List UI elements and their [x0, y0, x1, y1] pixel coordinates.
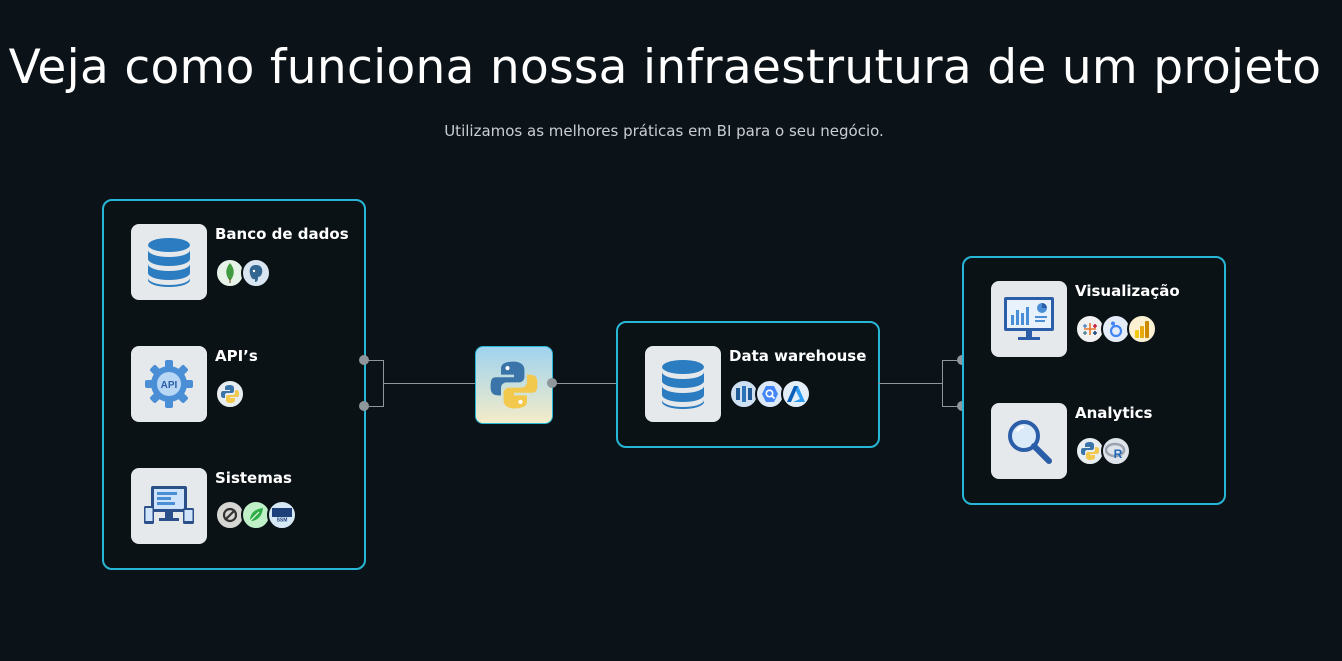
systems-devices-icon — [131, 468, 207, 544]
connector-line — [364, 406, 384, 407]
page-title: Veja como funciona nossa infraestrutura … — [8, 40, 1322, 95]
connector-line — [878, 383, 943, 384]
connector-line — [364, 360, 384, 361]
connector-line — [942, 360, 943, 407]
sources-box: Banco de dados API API’s — [102, 199, 366, 570]
redshift-icon — [729, 379, 759, 409]
database-icon — [131, 224, 207, 300]
database-icon — [645, 346, 721, 422]
source-label-apis: API’s — [215, 347, 258, 365]
warehouse-label: Data warehouse — [729, 347, 867, 365]
svg-text:R: R — [1114, 447, 1123, 460]
tableau-icon — [1075, 314, 1105, 344]
r-icon: R — [1101, 436, 1131, 466]
azure-icon — [781, 379, 811, 409]
etl-python-node — [475, 346, 553, 424]
ssm-icon: SSM — [267, 500, 297, 530]
svg-text:SSM: SSM — [277, 518, 288, 523]
python-icon — [490, 361, 538, 409]
connector-line — [552, 383, 617, 384]
connector-line — [942, 406, 962, 407]
api-gear-icon: API — [131, 346, 207, 422]
connector-line — [383, 383, 476, 384]
mongodb-icon — [215, 258, 245, 288]
warehouse-box: Data warehouse — [616, 321, 880, 448]
magnifier-icon — [991, 403, 1067, 479]
source-label-database: Banco de dados — [215, 225, 349, 243]
postgresql-icon — [241, 258, 271, 288]
page-subtitle: Utilizamos as melhores práticas em BI pa… — [444, 122, 884, 140]
dashboard-icon — [991, 281, 1067, 357]
svg-text:API: API — [161, 380, 178, 391]
outputs-box: Visualização Analytics R — [962, 256, 1226, 505]
powerbi-icon — [1127, 314, 1157, 344]
python-icon — [215, 379, 245, 409]
output-label-visualization: Visualização — [1075, 282, 1180, 300]
output-label-analytics: Analytics — [1075, 404, 1153, 422]
source-label-systems: Sistemas — [215, 469, 292, 487]
connector-line — [942, 360, 962, 361]
